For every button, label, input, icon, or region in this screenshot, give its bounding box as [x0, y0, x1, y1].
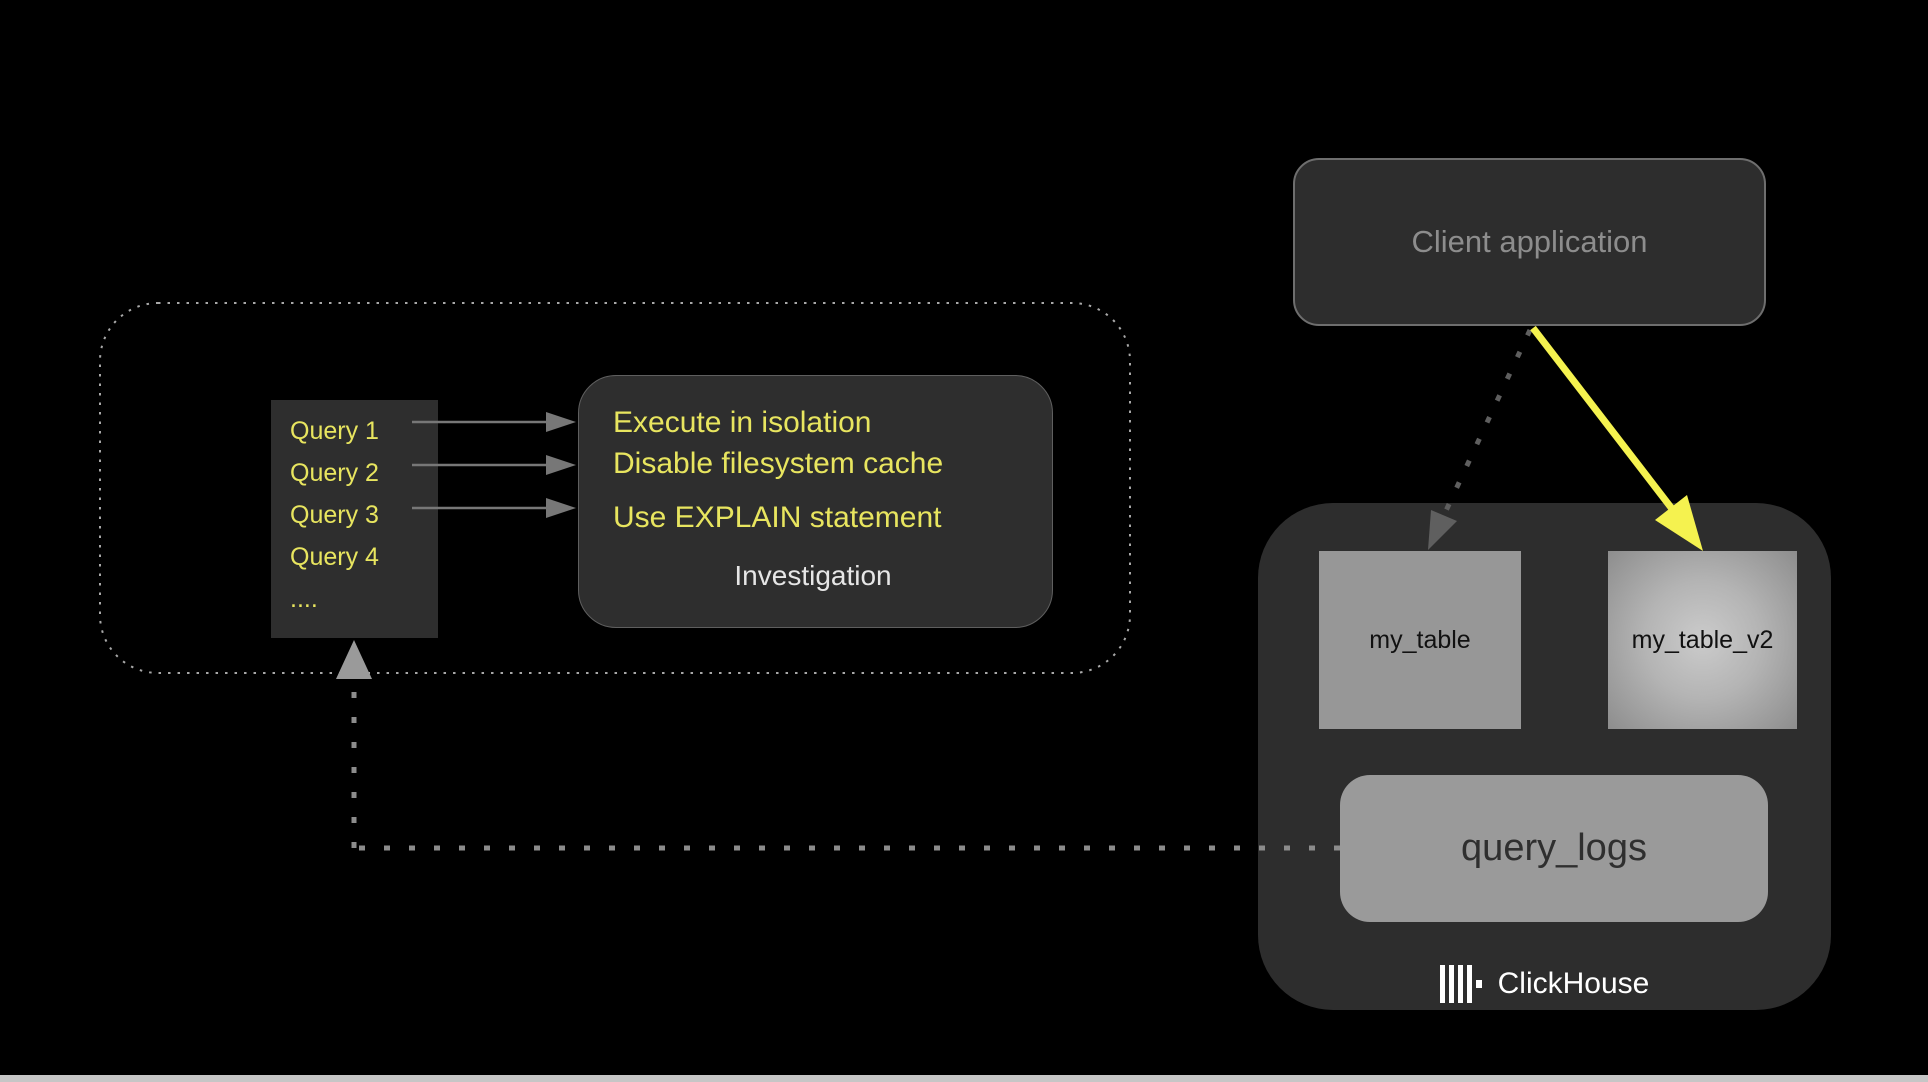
investigation-box: Execute in isolation Disable filesystem … — [578, 375, 1053, 628]
query-item-2: Query 2 — [290, 459, 379, 487]
my-table-v2-label: my_table_v2 — [1631, 625, 1774, 654]
clickhouse-brand: ClickHouse — [1258, 963, 1831, 1005]
client-application-box: Client application — [1293, 158, 1766, 326]
query-item-3: Query 3 — [290, 501, 379, 529]
investigation-title: Investigation — [734, 560, 892, 591]
query-logs-label: query_logs — [1461, 827, 1647, 869]
bottom-window-strip — [0, 1075, 1928, 1082]
investigation-line-2: Disable filesystem cache — [613, 447, 944, 480]
my-table-box: my_table — [1319, 551, 1521, 729]
clickhouse-container: my_table my_table_v2 query_logs ClickHou… — [1258, 503, 1831, 1010]
client-application-label: Client application — [1411, 224, 1648, 259]
clickhouse-brand-label: ClickHouse — [1497, 967, 1650, 1000]
my-table-label: my_table — [1369, 625, 1471, 654]
query-item-1: Query 1 — [290, 417, 379, 445]
investigation-line-1: Execute in isolation — [613, 406, 872, 439]
clickhouse-logo-icon — [1439, 965, 1482, 1003]
query-logs-box: query_logs — [1340, 775, 1768, 922]
query-list-box: Query 1 Query 2 Query 3 Query 4 .... — [271, 400, 438, 638]
investigation-line-3: Use EXPLAIN statement — [613, 501, 942, 534]
query-item-4: Query 4 — [290, 543, 379, 571]
query-item-ellipsis: .... — [290, 585, 318, 613]
my-table-v2-box: my_table_v2 — [1608, 551, 1797, 729]
query-logs-to-query-list-dotted-arrow — [336, 640, 1340, 851]
